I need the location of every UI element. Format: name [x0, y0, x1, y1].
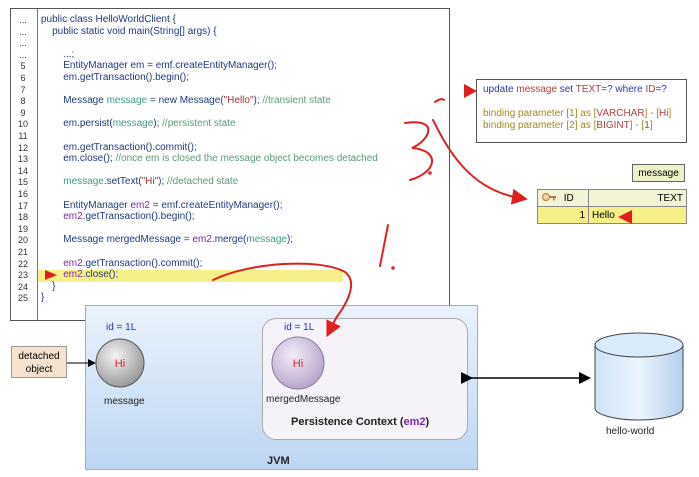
code-line: ...;	[41, 48, 75, 60]
line-number: 12	[17, 142, 28, 153]
code-line: EntityManager em2 = emf.createEntityMana…	[41, 199, 283, 211]
code-line: em.getTransaction().commit();	[41, 141, 197, 153]
code-line: em2.close();	[63, 269, 119, 281]
line-22-highlight	[38, 270, 343, 282]
row-id-cell: 1	[537, 206, 589, 224]
line-number: 13	[17, 154, 28, 165]
code-line: em2.getTransaction().begin();	[63, 211, 195, 223]
line-number: 15	[17, 177, 28, 188]
line-number: 21	[17, 247, 28, 257]
line-number: 19	[17, 223, 28, 234]
sql-marker	[464, 84, 477, 98]
code-line: message.setText("Hi"); //detached state	[63, 176, 239, 188]
line-number: 24	[17, 281, 28, 292]
red-annotations	[212, 98, 528, 338]
line-number: 20	[17, 235, 28, 246]
row-marker	[618, 210, 632, 224]
line-number: ...	[19, 15, 27, 25]
message-value: Hi	[115, 358, 125, 370]
line-number: 6	[20, 73, 26, 83]
message-id-label: id = 1L	[106, 322, 137, 333]
table-header-row: ID TEXT	[537, 189, 687, 207]
code-line: public class HelloWorldClient {	[41, 14, 176, 25]
line-number: 10	[17, 119, 28, 130]
code-line: Message message = new Message("Hello"); …	[41, 95, 331, 107]
line-number: 18	[17, 212, 28, 223]
message-table: ID TEXT 1 Hello	[537, 189, 687, 224]
text-column-header: TEXT	[588, 189, 687, 207]
current-line-marker	[45, 270, 57, 280]
merged-message-value: Hi	[293, 358, 303, 370]
sql-update-line: update message set TEXT=? where ID=?	[483, 84, 667, 95]
line-number: 7	[20, 84, 26, 95]
line-number: 11	[18, 131, 28, 141]
database-icon	[594, 332, 684, 421]
detached-object-box: detached object	[11, 346, 67, 378]
persistence-context-label: Persistence Context (em2)	[291, 416, 430, 428]
message-label: message	[104, 396, 145, 407]
line-number: ...	[19, 49, 27, 60]
line-number: 22	[17, 258, 28, 269]
sql-log-box: update message set TEXT=? where ID=? bin…	[476, 79, 687, 143]
merged-message-label: mergedMessage	[266, 394, 341, 405]
merged-message-object: Hi	[271, 336, 325, 390]
code-line: em2.getTransaction().commit();	[63, 257, 203, 269]
line-number: 17	[17, 200, 28, 211]
line-number: 14	[17, 165, 28, 176]
message-object: Hi	[95, 338, 145, 388]
sql-binding-1: binding parameter [1] as [VARCHAR] - [Hi…	[483, 108, 672, 119]
table-row: 1 Hello	[537, 206, 687, 224]
jvm-label: JVM	[267, 455, 290, 467]
sql-binding-2: binding parameter [2] as [BIGINT] - [1]	[483, 120, 653, 131]
line-number: ...	[19, 38, 27, 49]
line-number: 8	[20, 96, 26, 107]
key-icon	[541, 191, 557, 206]
line-number: 25	[17, 293, 28, 304]
database-label: hello-world	[606, 426, 655, 437]
code-line: em.persist(message); //persistent state	[41, 118, 236, 130]
row-text-cell: Hello	[588, 206, 687, 224]
merged-id-label: id = 1L	[284, 322, 315, 333]
line-number: 9	[20, 107, 26, 118]
code-line: em.getTransaction().begin();	[41, 72, 190, 83]
code-line: }	[41, 280, 56, 292]
table-name-label: message	[632, 164, 685, 182]
line-number: 16	[17, 189, 28, 199]
code-line: em.close(); //once em is closed the mess…	[41, 153, 378, 165]
line-number: ...	[19, 26, 27, 37]
code-line: }	[41, 292, 45, 304]
line-number: 23	[17, 270, 28, 281]
code-line: EntityManager em = emf.createEntityManag…	[41, 60, 277, 72]
line-number: 5	[20, 61, 26, 72]
code-line: Message mergedMessage = em2.merge(messag…	[41, 234, 294, 246]
code-line: public static void main(String[] args) {	[41, 25, 217, 37]
